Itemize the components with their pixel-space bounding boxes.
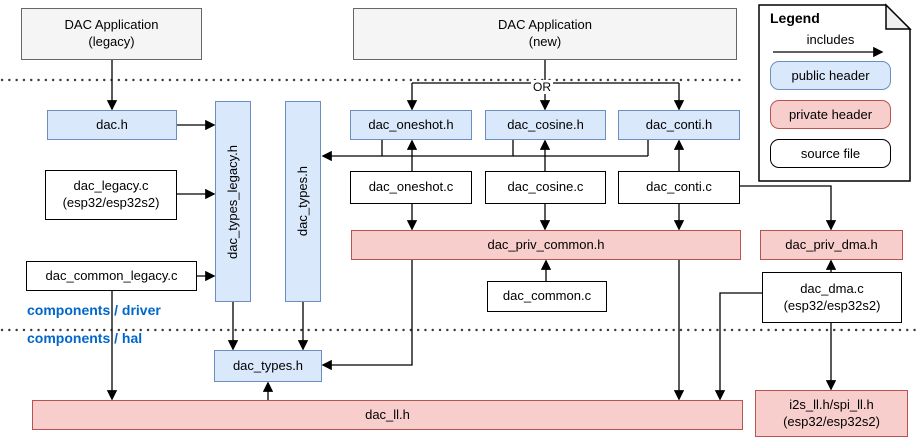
legend-item-label: private header xyxy=(788,107,873,122)
or-label: OR xyxy=(531,80,553,94)
node-label: dac_conti.h xyxy=(645,116,713,132)
node-dac-legacy-c: dac_legacy.c (esp32/esp32s2) xyxy=(45,170,177,220)
node-label: dac_oneshot.h xyxy=(368,116,454,132)
node-label: dac.h xyxy=(96,116,128,132)
node-label: DAC Application xyxy=(64,17,159,33)
node-label: dac_dma.c xyxy=(800,280,864,296)
node-label: DAC Application xyxy=(498,17,592,33)
node-label: dac_legacy.c xyxy=(73,178,149,194)
node-label: dac_priv_common.h xyxy=(487,236,605,252)
node-dac-common-c: dac_common.c xyxy=(487,281,607,312)
node-label: dac_types.h xyxy=(294,166,310,237)
node-sublabel: (esp32/esp32s2) xyxy=(62,195,160,210)
node-sublabel: (esp32/esp32s2) xyxy=(783,413,880,429)
node-dac-types-h-driver: dac_types.h xyxy=(285,101,321,302)
node-dac-conti-c: dac_conti.c xyxy=(618,171,740,204)
node-label: dac_cosine.h xyxy=(507,116,584,132)
node-dac-oneshot-h: dac_oneshot.h xyxy=(350,110,472,140)
node-dac-types-h-hal: dac_types.h xyxy=(214,350,322,382)
node-label: dac_oneshot.c xyxy=(368,179,454,195)
node-dac-types-legacy-h: dac_types_legacy.h xyxy=(215,101,251,302)
node-dac-h: dac.h xyxy=(47,110,177,140)
node-sublabel: (new) xyxy=(528,34,562,49)
node-sublabel: (esp32/esp32s2) xyxy=(783,297,881,313)
legend-note-fold-icon xyxy=(885,3,912,30)
edge-dma-c-to-dac-ll xyxy=(714,292,762,401)
node-i2s-spi-ll-h: i2s_ll.h/spi_ll.h (esp32/esp32s2) xyxy=(755,390,908,437)
legend-includes-label: includes xyxy=(806,32,855,47)
node-dac-priv-common-h: dac_priv_common.h xyxy=(351,230,741,260)
legend-title: Legend xyxy=(770,10,820,26)
node-dac-priv-dma-h: dac_priv_dma.h xyxy=(760,230,903,260)
section-label-components-hal: components / hal xyxy=(27,330,143,346)
edge-priv-common-to-dac-types-hal xyxy=(321,260,413,371)
node-dac-cosine-c: dac_cosine.c xyxy=(485,171,606,204)
node-label: dac_conti.c xyxy=(646,179,712,195)
node-sublabel: (legacy) xyxy=(88,34,135,49)
legend-note-frame xyxy=(758,4,911,182)
node-dac-oneshot-c: dac_oneshot.c xyxy=(350,171,472,204)
node-dac-application-legacy: DAC Application (legacy) xyxy=(21,8,202,60)
node-label: dac_ll.h xyxy=(365,406,410,422)
node-label: dac_cosine.c xyxy=(507,179,584,195)
legend-item-label: public header xyxy=(791,68,870,83)
node-dac-common-legacy-c: dac_common_legacy.c xyxy=(26,261,197,291)
legend-item-source-file: source file xyxy=(770,139,891,168)
legend-item-private-header: private header xyxy=(770,100,891,129)
section-label-components-driver: components / driver xyxy=(27,302,161,318)
node-dac-dma-c: dac_dma.c (esp32/esp32s2) xyxy=(762,272,902,323)
node-dac-conti-h: dac_conti.h xyxy=(618,110,740,140)
node-label: dac_types_legacy.h xyxy=(224,144,240,259)
node-label: i2s_ll.h/spi_ll.h xyxy=(789,396,874,412)
node-dac-application-new: DAC Application (new) xyxy=(353,8,737,60)
legend-item-label: source file xyxy=(800,146,861,161)
node-label: dac_common.c xyxy=(502,288,592,304)
edge-conti-c-to-priv-dma xyxy=(740,185,837,231)
node-dac-ll-h: dac_ll.h xyxy=(32,400,743,430)
node-dac-cosine-h: dac_cosine.h xyxy=(485,110,606,140)
node-label: dac_priv_dma.h xyxy=(785,236,878,252)
node-label: dac_types.h xyxy=(232,357,304,373)
legend-item-public-header: public header xyxy=(770,61,891,90)
node-label: dac_common_legacy.c xyxy=(45,267,178,283)
